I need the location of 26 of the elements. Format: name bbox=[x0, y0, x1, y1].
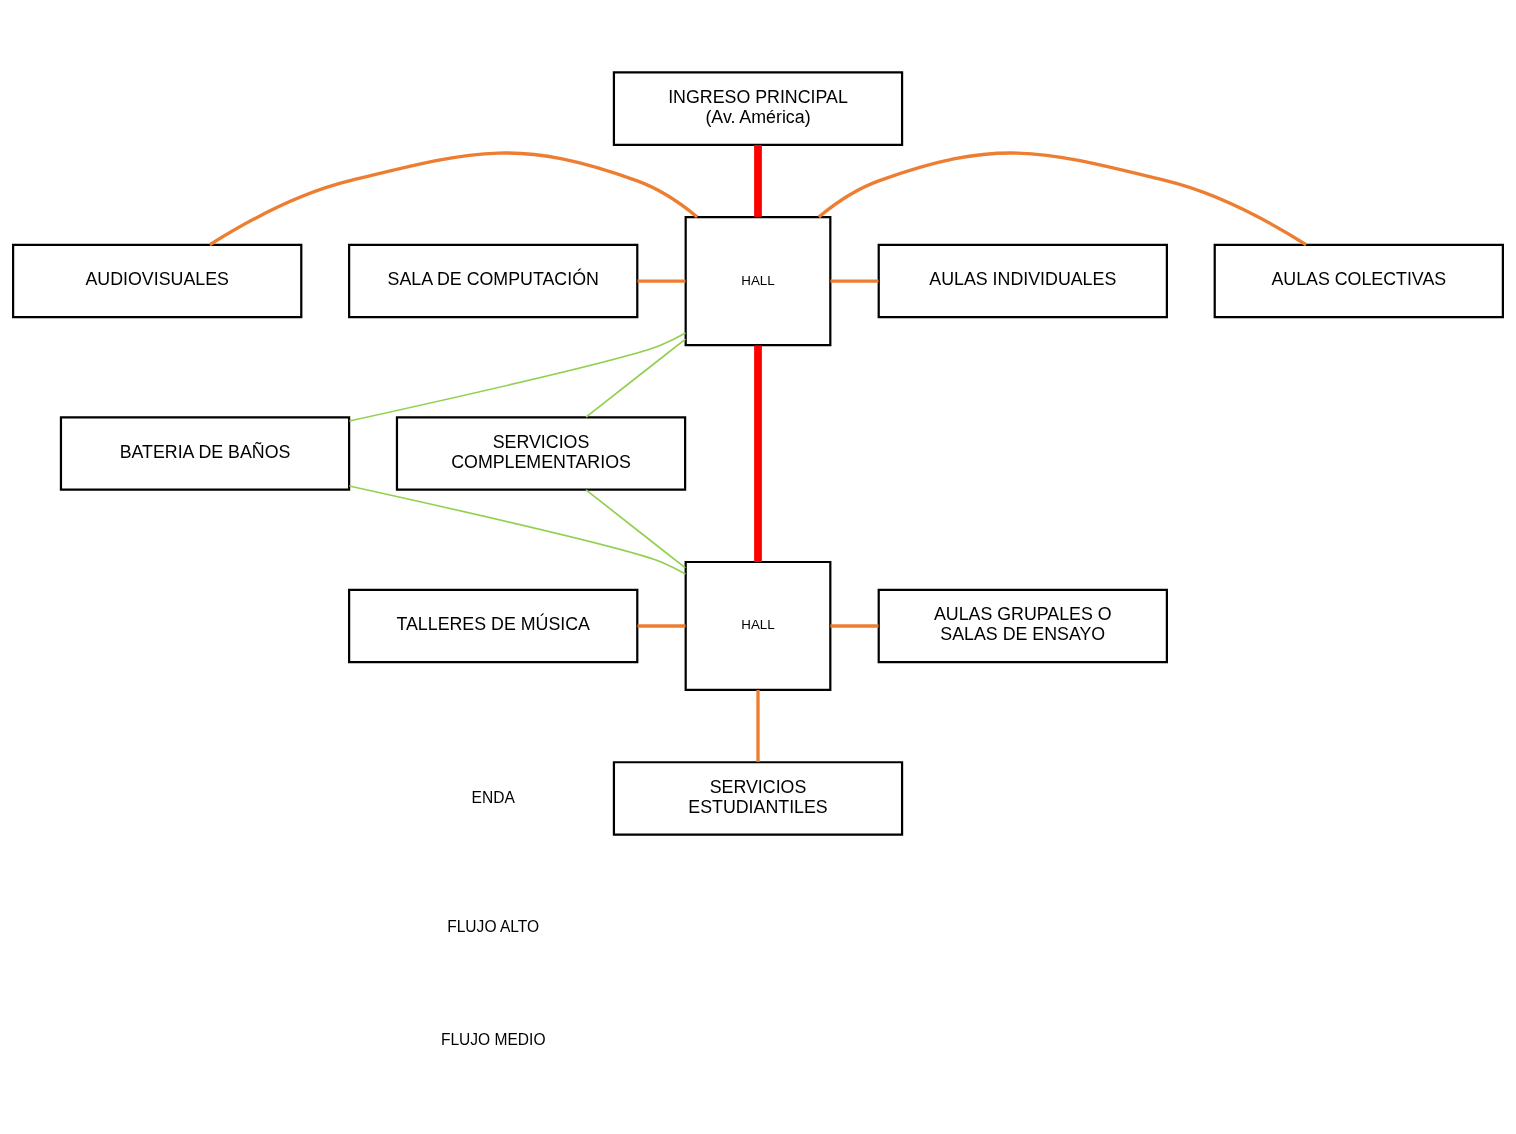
connector bbox=[637, 279, 686, 283]
node-box: AUDIOVISUALES bbox=[12, 243, 303, 319]
connector bbox=[348, 485, 687, 575]
connector bbox=[756, 690, 760, 762]
connector bbox=[348, 332, 687, 422]
connector bbox=[208, 151, 699, 247]
node-box: BATERIA DE BAÑOS bbox=[59, 416, 351, 491]
legend-label: FLUJO MEDIO bbox=[440, 1031, 546, 1049]
connector bbox=[637, 624, 686, 628]
connector bbox=[830, 279, 879, 283]
legend-label: FLUJO ALTO bbox=[447, 917, 540, 935]
connector bbox=[830, 624, 879, 628]
node-box: AULAS INDIVIDUALES bbox=[877, 243, 1168, 319]
node-box: SERVICIOS ESTUDIANTILES bbox=[612, 761, 904, 836]
node-box: HALL bbox=[684, 560, 832, 692]
node-box: TALLERES DE MÚSICA bbox=[348, 588, 639, 664]
label: ENDA bbox=[471, 788, 515, 806]
connector bbox=[817, 151, 1308, 247]
node-box: AULAS GRUPALES O SALAS DE ENSAYO bbox=[877, 588, 1168, 664]
node-box: SERVICIOS COMPLEMENTARIOS bbox=[395, 416, 687, 491]
connector bbox=[585, 489, 687, 569]
node-box: HALL bbox=[684, 215, 832, 347]
node-box: INGRESO PRINCIPAL (Av. América) bbox=[612, 71, 904, 146]
connector bbox=[585, 338, 687, 418]
node-box: SALA DE COMPUTACIÓN bbox=[348, 243, 639, 319]
node-box: AULAS COLECTIVAS bbox=[1213, 243, 1504, 319]
